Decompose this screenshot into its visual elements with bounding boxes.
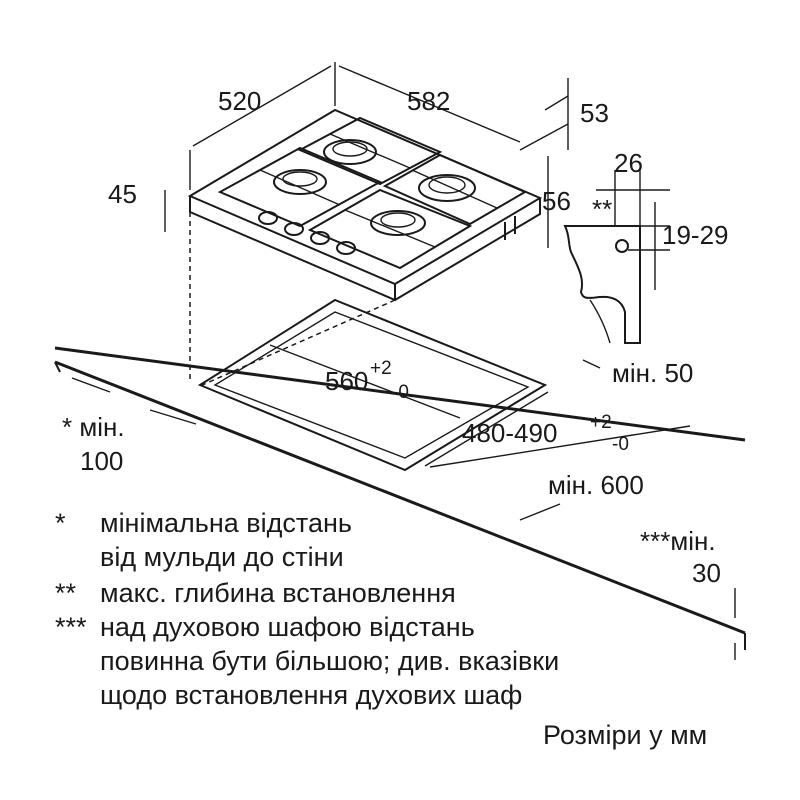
mounting-bracket-detail: 26 ** 19-29 [563, 148, 729, 344]
note-3-marker: *** [55, 612, 87, 642]
pan-support-grates [217, 116, 528, 270]
note-1-line-1: мінімальна відстань [100, 508, 352, 538]
min-wall-value: 100 [80, 446, 123, 476]
min-side: мін. 600 [548, 470, 644, 500]
units-note: Розміри у мм [543, 720, 707, 750]
dim-480-490: 480-490 [462, 418, 557, 448]
dim-26: 26 [614, 148, 643, 178]
dim-480-490-tol-plus: +2 [590, 412, 612, 433]
note-1-line-2: від мульди до стіни [100, 542, 344, 572]
footnotes: * мінімальна відстань від мульди до стін… [55, 508, 707, 750]
min-wall-label: * мін. [62, 412, 125, 442]
min-below-value: 30 [692, 558, 721, 588]
dim-560: 560 [325, 366, 368, 396]
dim-19-29: 19-29 [662, 220, 729, 250]
dim-560-tol-plus: +2 [370, 358, 392, 379]
min-front: мін. 50 [612, 358, 693, 388]
dim-520: 520 [218, 86, 261, 116]
note-1-marker: * [55, 508, 66, 538]
hob-dimensions: 520 582 45 53 56 [108, 62, 609, 248]
dim-53: 53 [580, 98, 609, 128]
worktop [54, 212, 746, 650]
control-knobs [258, 211, 356, 255]
note-2-line-1: макс. глибина встановлення [100, 578, 456, 608]
dim-480-490-tol-minus: -0 [612, 434, 629, 455]
dim-56: 56 [542, 186, 571, 216]
dim-45: 45 [108, 179, 137, 209]
dim-582: 582 [407, 86, 450, 116]
note-2-marker: ** [55, 578, 77, 608]
dim-stars: ** [592, 194, 612, 224]
min-below-label: ***мін. [640, 526, 716, 556]
gas-hob [187, 108, 543, 302]
burners [273, 139, 476, 236]
note-3-line-1: над духовою шафою відстань [100, 612, 475, 642]
dim-560-tol-minus: -0 [392, 382, 409, 403]
note-3-line-2: повинна бути більшою; див. вказівки [100, 646, 559, 676]
clearance-dimensions: мін. 50 * мін. 100 мін. 600 ***мін. 30 [62, 358, 736, 660]
note-3-line-3: щодо встановлення духових шаф [100, 680, 522, 710]
cutout-opening: 560 +2 -0 480-490 +2 -0 [197, 298, 691, 472]
